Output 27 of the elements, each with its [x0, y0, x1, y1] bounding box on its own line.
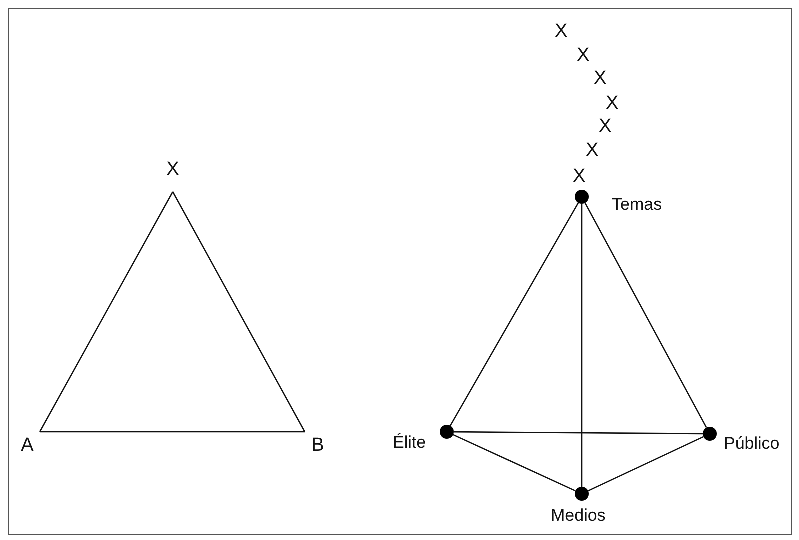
connector-line	[584, 202, 708, 428]
marker-label: X	[577, 46, 590, 66]
marker-label: X	[599, 117, 612, 137]
connector-line	[40, 431, 305, 433]
vertex-name: Temas	[612, 195, 662, 214]
connector-line	[588, 436, 704, 492]
marker-label: X	[555, 22, 568, 42]
vertex-label: A	[14, 430, 41, 456]
vertex-name: Medios	[551, 506, 606, 525]
vertex-dot	[440, 425, 454, 439]
vertex-dot	[703, 427, 717, 441]
vertex-name: Élite	[393, 433, 426, 452]
connector-line	[39, 192, 174, 432]
vertex-dot	[575, 487, 589, 501]
connector-line	[454, 431, 703, 435]
marker-label: X	[606, 94, 619, 114]
vertex-label: B	[304, 430, 332, 456]
marker-label: X	[573, 167, 586, 187]
marker-label: X	[594, 69, 607, 89]
connector-line	[450, 202, 580, 426]
vertex-dot	[575, 190, 589, 204]
connector-line	[453, 434, 576, 492]
connector-line	[172, 192, 306, 432]
vertex-name: Público	[724, 434, 780, 453]
connector-line	[581, 204, 583, 487]
vertex-label: X	[164, 160, 182, 193]
marker-label: X	[586, 141, 599, 161]
